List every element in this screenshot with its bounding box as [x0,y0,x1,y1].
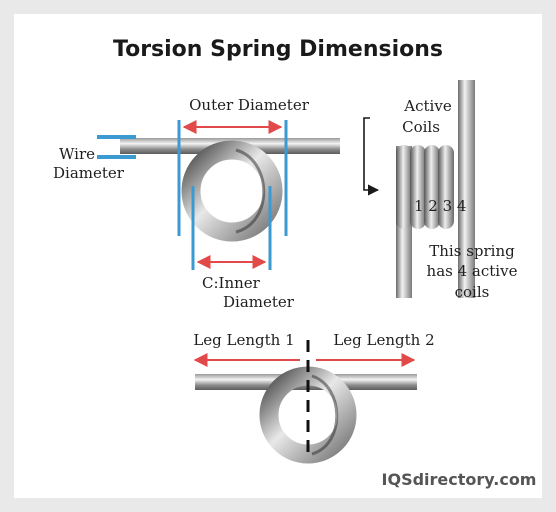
inner-diameter-marker [191,186,272,270]
coil-turn-4 [438,145,454,229]
coil-turn-1 [396,145,412,229]
coil-note-line2: has 4 active [427,262,518,280]
active-coils-label-line1: Active [403,97,452,115]
coil-turn-3 [424,145,440,229]
spring-coil [181,140,283,242]
bottom-coil-inner-shadow [311,374,339,456]
wire-diameter-label-line1: Wire [59,145,95,163]
wire-diameter-label-line2: Diameter [53,164,125,182]
top-spring-figure [120,138,340,242]
brand-logo: IQSdirectory.com [382,470,537,489]
leg-length-2-label: Leg Length 2 [333,331,434,349]
outer-diameter-marker [177,120,288,236]
active-coils-pointer [363,117,380,196]
coil-leg-vertical [458,80,475,298]
bottom-spring-figure [195,366,417,464]
inner-diameter-label-line1: C:Inner [202,274,261,292]
outer-diameter-label: Outer Diameter [189,96,310,114]
coil-turn-2 [410,145,426,229]
active-coils-label-line2: Coils [402,118,440,136]
bottom-spring-coil [259,366,357,464]
coil-numbers: 1 2 3 4 [414,197,466,215]
inner-diameter-label-line2: Diameter [223,293,295,311]
coil-note-line1: This spring [429,242,515,260]
coil-note-line3: coils [455,283,490,301]
active-coils-figure [396,80,475,298]
coil-inner-shadow [235,148,266,234]
leg-length-1-label: Leg Length 1 [193,331,294,349]
page-title: Torsion Spring Dimensions [113,37,443,62]
wire-diameter-marker [97,135,136,159]
